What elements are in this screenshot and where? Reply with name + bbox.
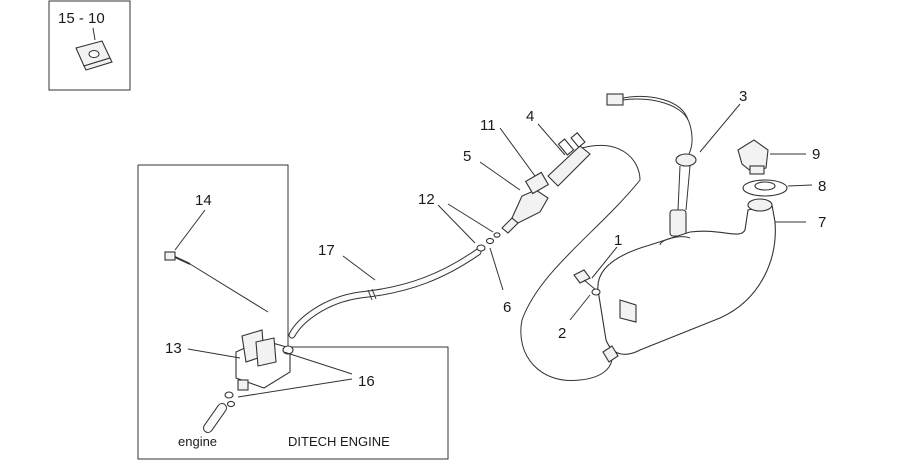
- callout-2: 2: [558, 325, 566, 342]
- ditech-engine-box: [137, 164, 449, 460]
- sensor-cable-3: [606, 93, 697, 237]
- leader-lines: [174, 103, 813, 398]
- pump-13: [224, 329, 294, 408]
- callout-7: 7: [818, 214, 826, 231]
- callout-14: 14: [195, 192, 212, 209]
- inset-label: 15 - 10: [58, 10, 105, 27]
- callout-6: 6: [503, 299, 511, 316]
- fuel-tank: [597, 198, 776, 363]
- callout-8: 8: [818, 178, 826, 195]
- spring-clip-icon: [75, 40, 113, 71]
- callout-13: 13: [165, 340, 182, 357]
- callout-12: 12: [418, 191, 435, 208]
- callout-9: 9: [812, 146, 820, 163]
- callout-17: 17: [318, 242, 335, 259]
- screw-1: [573, 269, 601, 296]
- callout-11: 11: [480, 117, 496, 134]
- gasket-8: [742, 179, 788, 197]
- callout-16: 16: [358, 373, 375, 390]
- engine-label: engine: [178, 434, 217, 449]
- callout-1: 1: [614, 232, 622, 249]
- fuel-return-hose: [520, 144, 641, 382]
- screw-14: [164, 251, 269, 313]
- hose-17: [288, 248, 482, 339]
- callout-4: 4: [526, 108, 534, 125]
- inset-panel: 15 - 10: [48, 0, 131, 91]
- ditech-engine-title: DITECH ENGINE: [288, 434, 390, 449]
- filler-cap-9: [737, 139, 769, 175]
- engine-hose: [203, 403, 227, 433]
- callout-5: 5: [463, 148, 471, 165]
- o-rings-12: [476, 232, 501, 252]
- fuel-valve-5: [501, 132, 591, 234]
- callout-3: 3: [739, 88, 747, 105]
